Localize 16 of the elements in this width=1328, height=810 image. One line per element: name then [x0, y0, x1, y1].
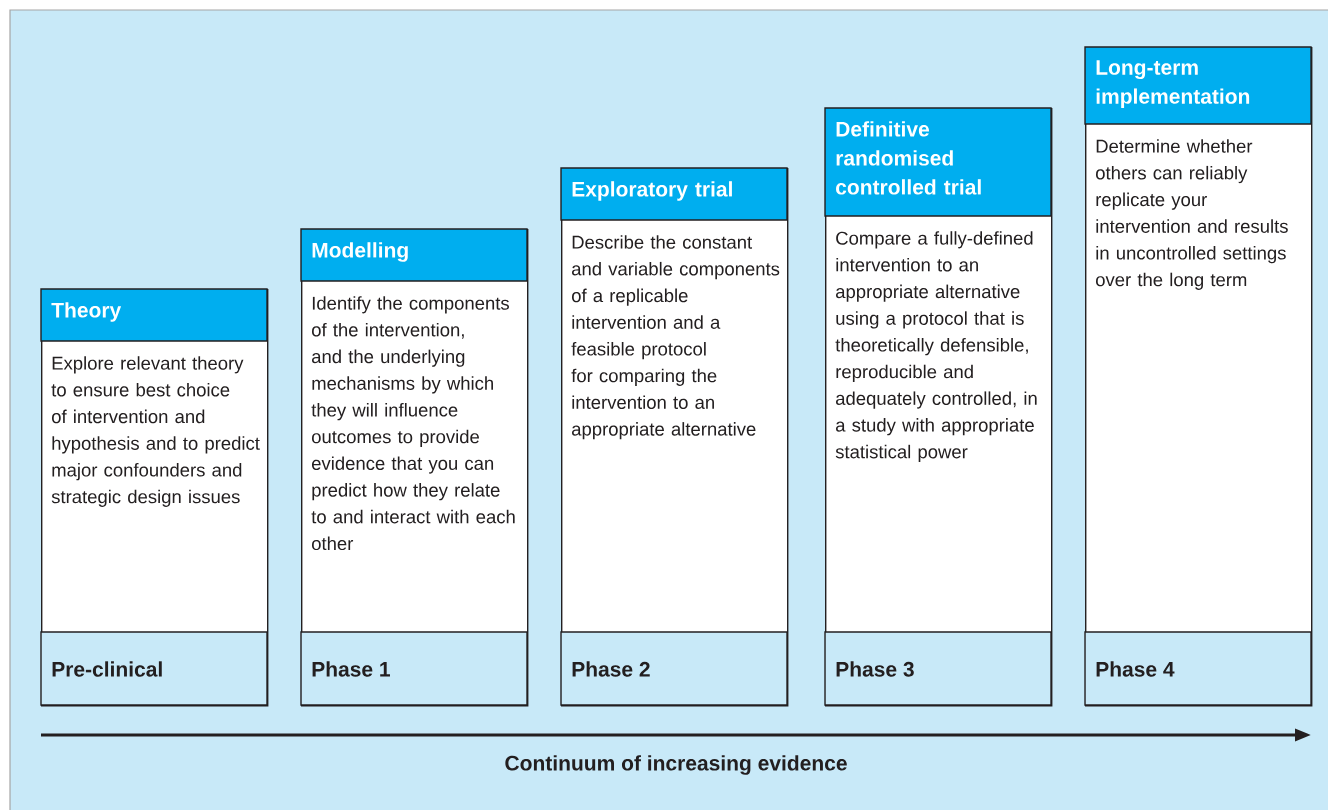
- description-text: Compare a fully-defined intervention to an appropriate alternative using a protocol that is theoretically defensible, reproducible and adequately controlled, in a study with appropriate statistical power: [835, 231, 1037, 463]
- description-text: Determine whether others can reliably replicate your intervention and results in uncontrolled settings over the long term: [1096, 139, 1288, 290]
- phase-label: Pre-clinical: [40, 631, 268, 706]
- description-text: Describe the constant and variable components of a replicable intervention and a feasible protocol for comparing the intervention to an appropriate alternative: [571, 235, 780, 440]
- axis-caption: Continuum of increasing evidence: [505, 755, 847, 775]
- phase-label: Phase 1: [300, 631, 528, 706]
- description-text: Explore relevant theory to ensure best choice of intervention and hypothesis and to predict major confounders and strategic design issues: [51, 356, 260, 507]
- phase-label: Phase 2: [560, 631, 788, 706]
- column-header: Definitive randomised controlled trial: [824, 107, 1052, 217]
- phase-label: Phase 4: [1084, 631, 1312, 706]
- column-header: Long-term implementation: [1084, 46, 1312, 125]
- column-header: Exploratory trial: [560, 167, 788, 221]
- column-header: Theory: [40, 288, 268, 342]
- phase-label: Phase 3: [824, 631, 1052, 706]
- column-header: Modelling: [300, 228, 528, 282]
- description-text: Identify the components of the intervention, and the underlying mechanisms by which they will influence outcomes to provide evidence that you can predict how they relate to and interact with each other: [311, 296, 515, 551]
